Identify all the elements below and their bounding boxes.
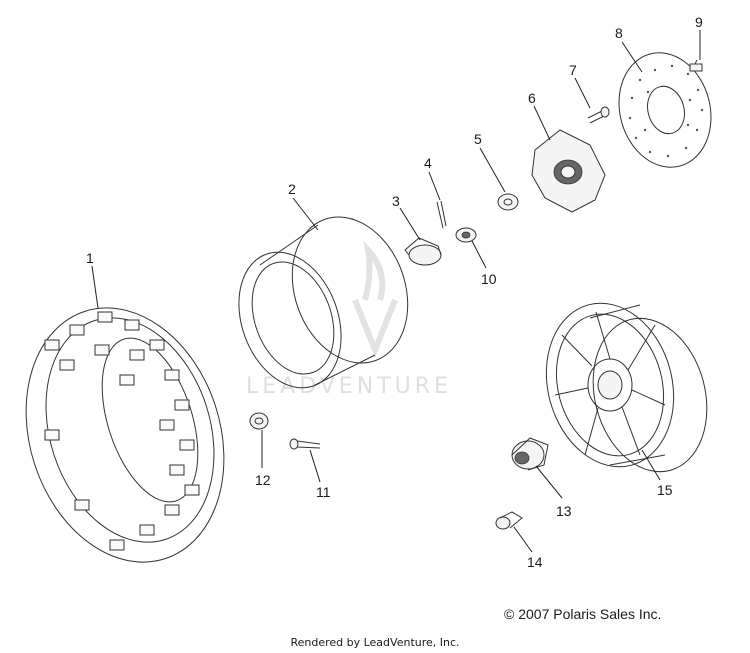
cotter-pin	[436, 200, 447, 229]
washer	[497, 193, 519, 211]
aluminum-wheel	[545, 302, 708, 473]
callout-9: 9	[695, 14, 703, 30]
brake-disc	[618, 52, 712, 168]
hub-cap	[404, 237, 442, 266]
callout-10: 10	[481, 271, 497, 287]
flame-logo-icon	[352, 240, 398, 359]
lug-nut	[249, 412, 269, 430]
wheel-spokes	[554, 311, 666, 456]
callout-7: 7	[569, 62, 577, 78]
wheel-stud	[587, 106, 610, 124]
callout-4: 4	[424, 155, 432, 171]
callout-13: 13	[556, 503, 572, 519]
disc-bolt	[689, 59, 703, 72]
steel-rim	[238, 216, 409, 389]
bearing	[511, 437, 549, 471]
callout-8: 8	[615, 25, 623, 41]
callout-12: 12	[255, 472, 271, 488]
callout-1: 1	[86, 250, 94, 266]
leader-lines	[91, 30, 701, 553]
callout-5: 5	[474, 131, 482, 147]
tire	[25, 307, 225, 563]
watermark: LEADVENTURE	[246, 240, 452, 399]
castle-nut	[455, 227, 477, 243]
callout-3: 3	[392, 193, 400, 209]
wheel-hub	[531, 129, 606, 213]
callout-6: 6	[528, 90, 536, 106]
watermark-text: LEADVENTURE	[246, 374, 452, 399]
spacer	[495, 511, 523, 530]
copyright-notice: © 2007 Polaris Sales Inc.	[504, 606, 662, 622]
brake-disc-holes	[628, 64, 704, 158]
rim-bolt	[289, 438, 321, 450]
callout-14: 14	[527, 554, 543, 570]
callout-11: 11	[316, 484, 331, 500]
callout-15: 15	[657, 482, 673, 498]
callouts: 1 2 3 4 5 6 7 8 9 10 11 12 13 14 15	[86, 14, 703, 570]
tire-tread-lugs	[44, 311, 200, 551]
rendered-by-credit: Rendered by LeadVenture, Inc.	[290, 636, 460, 649]
callout-2: 2	[288, 181, 296, 197]
